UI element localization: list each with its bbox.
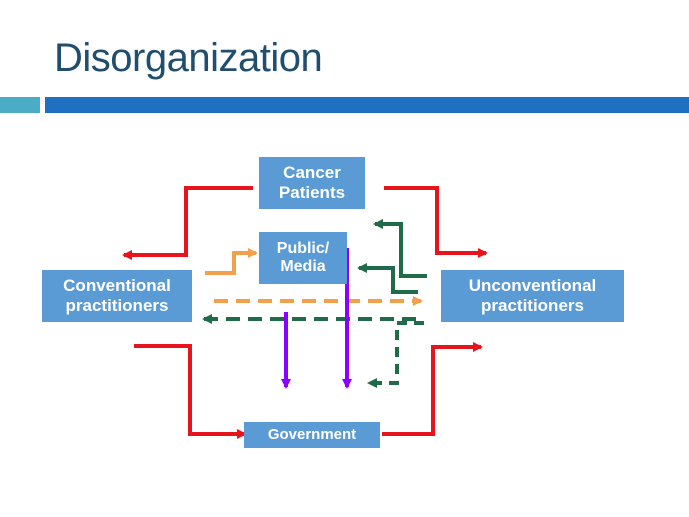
slide-title: Disorganization xyxy=(54,36,323,80)
node-cancer-patients-line1: Cancer xyxy=(283,163,341,183)
node-government-label: Government xyxy=(267,426,357,444)
node-unconventional-line2: practitioners xyxy=(481,296,584,315)
node-government: Government xyxy=(244,422,380,448)
red-arrow-patients-to-unconventional xyxy=(384,186,488,258)
green-arrow-unconventional-to-patients xyxy=(373,219,427,278)
node-cancer-patients-line2: Patients xyxy=(278,183,346,202)
red-arrow-conventional-to-government xyxy=(134,344,247,439)
red-arrow-patients-to-conventional xyxy=(122,186,253,260)
green-dashed-arrow-unconventional-to-government xyxy=(367,321,424,388)
green-arrow-unconventional-to-media xyxy=(357,263,418,294)
node-conventional-practitioners: Conventional practitioners xyxy=(42,270,192,322)
node-conventional-line2: practitioners xyxy=(65,296,169,315)
accent-bar xyxy=(45,97,689,113)
node-public-media-line2: Media xyxy=(280,258,326,275)
node-public-media-line1: Public/ xyxy=(276,239,330,257)
node-unconventional-practitioners: Unconventional practitioners xyxy=(441,270,624,322)
accent-bar-small xyxy=(0,97,40,113)
node-unconventional-line1: Unconventional xyxy=(468,276,597,296)
orange-arrow-conventional-to-media xyxy=(205,248,258,275)
node-public-media: Public/ Media xyxy=(259,232,347,284)
node-cancer-patients: Cancer Patients xyxy=(259,157,365,209)
red-arrow-government-to-unconventional xyxy=(382,342,483,436)
node-conventional-line1: Conventional xyxy=(63,276,171,296)
